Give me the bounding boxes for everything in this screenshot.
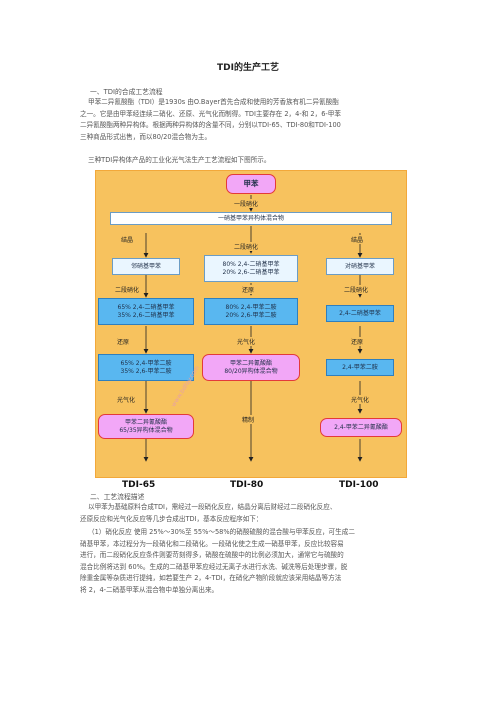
paragraph-line: 二异氰酸酯两种异构体。根据两种异构体的含量不同，分别以TDI-65、TDI-80… bbox=[80, 121, 341, 129]
step-label: 光气化 bbox=[236, 337, 257, 346]
paragraph-line: 硝基甲苯，本过程分为一段硝化和二段硝化。一段硝化使之生成一硝基甲苯，反应比较容易 bbox=[80, 539, 344, 548]
box-line: 20% 2,6-二硝基甲苯 bbox=[222, 268, 280, 276]
paragraph-line: 混合比例将达到 60%。生成的二硝基甲苯应经过无离子水进行水洗、碱洗等后处理步骤… bbox=[80, 562, 348, 571]
tda-80-20-box: 80% 2,4-甲苯二胺 20% 2,6-甲苯二胺 bbox=[204, 298, 298, 325]
tda-24-box: 2,4-甲苯二胺 bbox=[326, 359, 394, 376]
dnt-80-20-box: 80% 2,4-二硝基甲苯 20% 2,6-二硝基甲苯 bbox=[204, 255, 298, 282]
step-label: 结晶 bbox=[120, 235, 135, 244]
box-line: 65/35异构体混合物 bbox=[119, 426, 173, 434]
paragraph-1: 甲苯二异氰酸酯（TDI）是1930s 由O.Bayer首先合成和使用的芳香族有机… bbox=[80, 97, 424, 143]
box-line: 65% 2,4-甲苯二胺 bbox=[120, 359, 172, 367]
p-nitrotoluene-box: 对硝基甲苯 bbox=[326, 258, 394, 275]
box-line: 甲苯二异氰酸酯 bbox=[124, 418, 167, 426]
paragraph-line: 之一。它是由甲苯经连续二硝化、还原、光气化而制得。TDI主要存在 2，4-和 2… bbox=[80, 109, 341, 118]
mononitrotoluene-mixture-box: 一硝基甲苯异构体混合物 bbox=[110, 212, 392, 225]
product-label-tdi100: TDI-100 bbox=[339, 480, 379, 490]
step-label: 二段硝化 bbox=[343, 285, 370, 294]
product-label-tdi65: TDI-65 bbox=[122, 480, 156, 490]
paragraph-line: 三种商品形式出售，而以80/20混合物为主。 bbox=[80, 132, 212, 141]
tdi-65-35-box: 甲苯二异氰酸酯 65/35异构体混合物 bbox=[98, 414, 194, 439]
paragraph-line: 除重金属等杂质进行提纯，如若要生产 2，4-TDI，在硝化产物阶段就应该采用结晶… bbox=[80, 574, 342, 582]
box-line: 80% 2,4-二硝基甲苯 bbox=[222, 260, 280, 268]
section-heading-1: 一、TDI的合成工艺流程 bbox=[90, 88, 163, 96]
dnt-65-35-box: 65% 2,4-二硝基甲苯 35% 2,6-二硝基甲苯 bbox=[98, 298, 194, 325]
box-line: 80% 2,4-甲苯二胺 bbox=[225, 303, 277, 311]
step-label: 光气化 bbox=[350, 395, 371, 404]
step-label: 还原 bbox=[241, 285, 256, 294]
step-label: 结晶 bbox=[350, 235, 365, 244]
step-label: 二段硝化 bbox=[114, 285, 141, 294]
box-line: 80/20异构体混合物 bbox=[224, 367, 278, 375]
box-line: 20% 2,6-甲苯二胺 bbox=[225, 311, 277, 319]
box-line: 35% 2,6-甲苯二胺 bbox=[120, 367, 172, 375]
step-label: 光气化 bbox=[116, 395, 137, 404]
product-label-tdi80: TDI-80 bbox=[230, 480, 264, 490]
step-label: 精制 bbox=[241, 415, 256, 424]
dnt-24-box: 2,4-二硝基甲苯 bbox=[326, 305, 394, 322]
paragraph-line: 还原反应和光气化反应等几步合成出TDI，基本反应程序如下： bbox=[80, 514, 263, 523]
paragraph-line: 将 2，4-二硝基甲苯从混合物中单独分离出来。 bbox=[80, 585, 219, 594]
section-heading-2: 二、工艺流程描述 bbox=[90, 493, 145, 501]
paragraph-line: 甲苯二异氰酸酯（TDI）是1930s 由O.Bayer首先合成和使用的芳香族有机… bbox=[88, 98, 339, 106]
paragraph-line: 进行，而二段硝化反应条件则要苛刻得多，硝酸在硫酸中的比例必须加大，通常它与硫酸的 bbox=[80, 551, 344, 559]
tdi-24-box: 2,4-甲苯二异氰酸酯 bbox=[320, 418, 402, 437]
o-nitrotoluene-box: 邻硝基甲苯 bbox=[112, 258, 180, 275]
paragraph-2: 三种TDI异构体产品的工业化光气法生产工艺流程如下图所示。 bbox=[88, 156, 271, 164]
step-label: 还原 bbox=[350, 337, 365, 346]
box-line: 65% 2,4-二硝基甲苯 bbox=[117, 303, 175, 311]
box-line: 35% 2,6-二硝基甲苯 bbox=[117, 311, 175, 319]
toluene-box: 甲苯 bbox=[226, 174, 276, 194]
box-line: 甲苯二异氰酸酯 bbox=[229, 359, 272, 367]
paragraph-line: （1）硝化反应 使用 25%～30%至 55%～58%的硝酸硫酸的混合酸与甲苯反… bbox=[88, 528, 355, 536]
paragraph-3: 以甲苯为基础原料合成TDI，需经过一段硝化反应，结晶分离后财经过二段硝化反应、 … bbox=[80, 502, 424, 525]
step-label: 一段硝化 bbox=[233, 199, 260, 208]
step-label: 二段硝化 bbox=[233, 242, 260, 251]
document-title: TDI的生产工艺 bbox=[217, 63, 279, 73]
step-label: 还原 bbox=[116, 337, 131, 346]
paragraph-line: 以甲苯为基础原料合成TDI，需经过一段硝化反应，结晶分离后财经过二段硝化反应、 bbox=[88, 503, 337, 511]
tda-65-35-box: 65% 2,4-甲苯二胺 35% 2,6-甲苯二胺 bbox=[98, 354, 194, 381]
tdi-80-20-box: 甲苯二异氰酸酯 80/20异构体混合物 bbox=[202, 354, 300, 381]
process-flowchart: 甲苯 一段硝化 一硝基甲苯异构体混合物 结晶 二段硝化 结晶 邻硝基甲苯 80%… bbox=[95, 170, 407, 478]
paragraph-4: （1）硝化反应 使用 25%～30%至 55%～58%的硝酸硫酸的混合酸与甲苯反… bbox=[80, 527, 424, 596]
